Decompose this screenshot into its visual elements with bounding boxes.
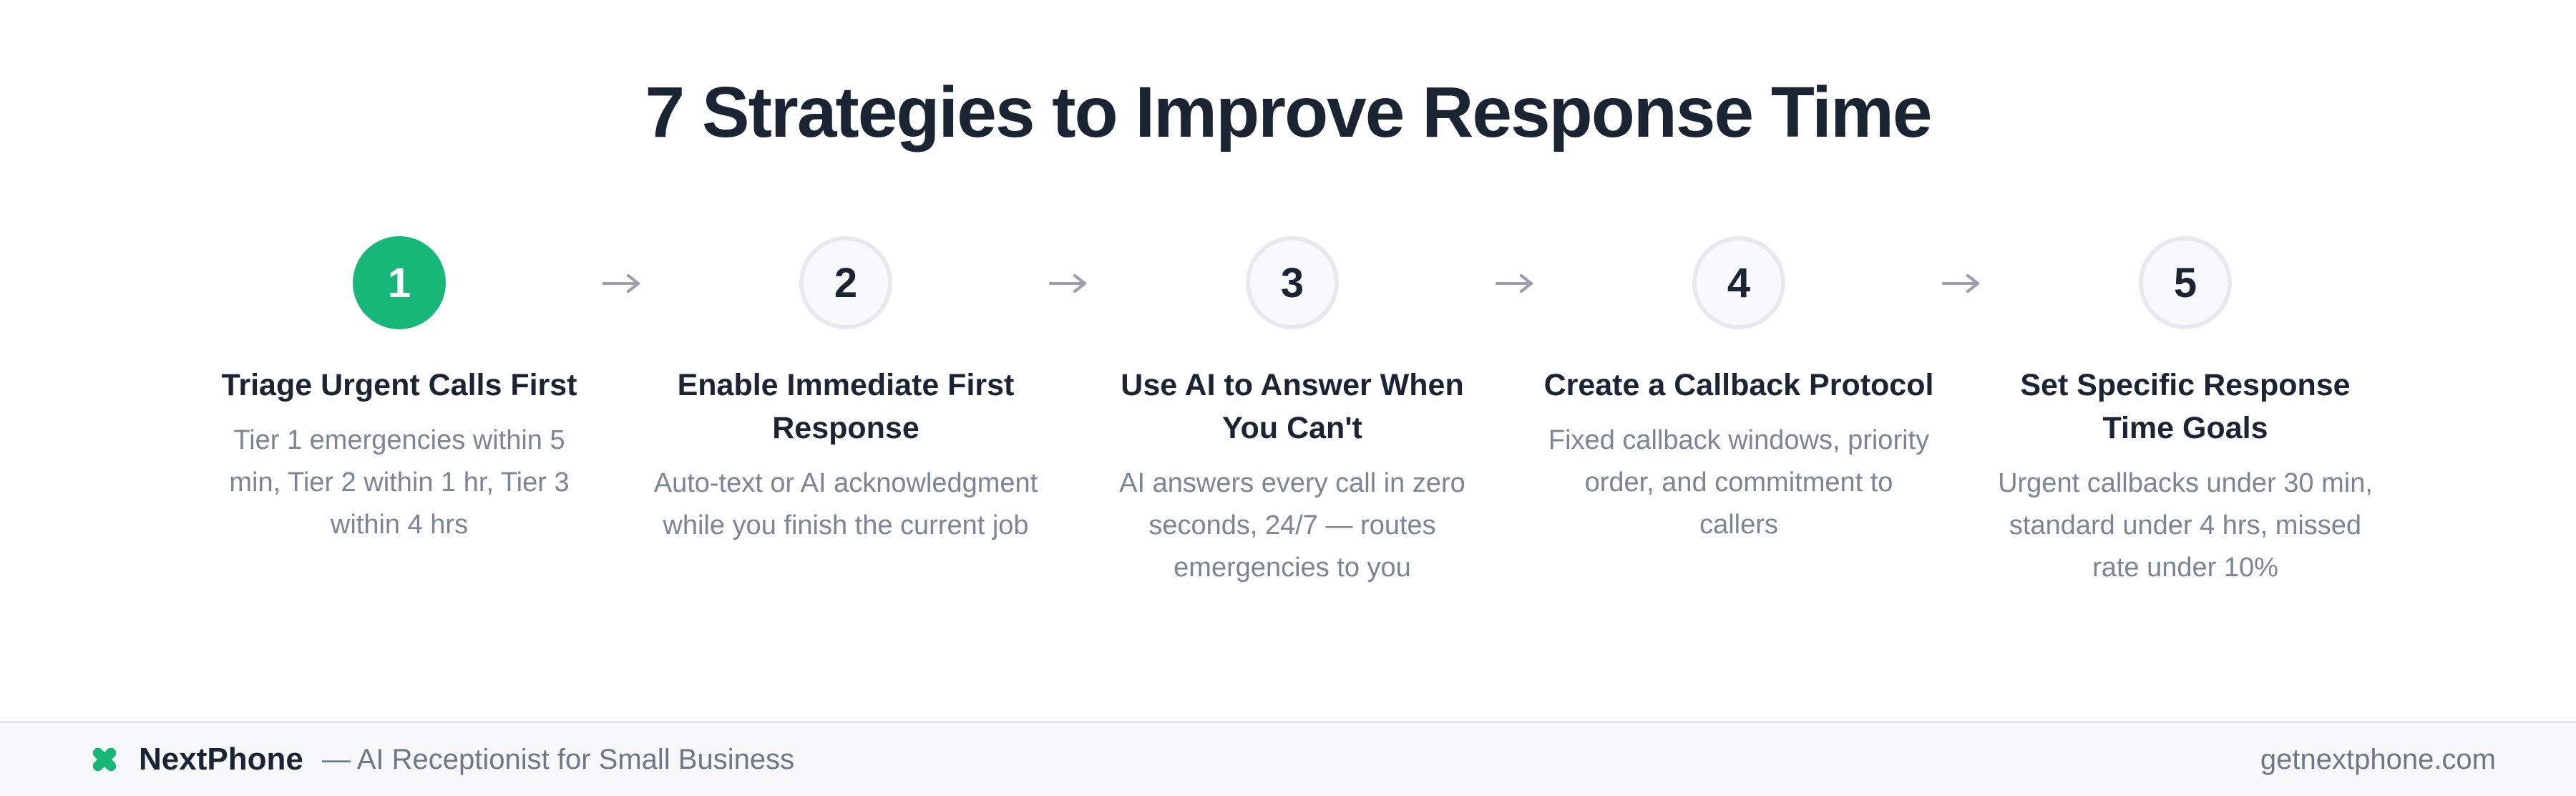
step-number-badge: 1	[353, 236, 446, 329]
right-arrow-icon	[1493, 268, 1538, 303]
right-arrow-icon	[1046, 268, 1092, 303]
step-description: Tier 1 emergencies within 5 min, Tier 2 …	[229, 425, 570, 540]
step-number: 2	[834, 259, 858, 306]
step-number: 5	[2173, 259, 2197, 306]
step-number-badge: 3	[1246, 236, 1339, 329]
page-title: 7 Strategies to Improve Response Time	[645, 72, 1933, 152]
step-connector	[1939, 236, 1985, 303]
step-description: Auto-text or AI acknowledgment while you…	[653, 468, 1038, 541]
brand-tagline: — AI Receptionist for Small Business	[321, 743, 795, 775]
step-title: Set Specific Response Time Goals	[2020, 368, 2351, 446]
infographic-page: 7 Strategies to Improve Response Time 1 …	[0, 66, 2576, 796]
footer-bar: NextPhone — AI Receptionist for Small Bu…	[0, 721, 2576, 796]
step-title: Triage Urgent Calls First	[221, 368, 577, 402]
footer-brand-group: NextPhone — AI Receptionist for Small Bu…	[90, 742, 794, 777]
step-item: 5 Set Specific Response Time Goals Urgen…	[1985, 236, 2386, 589]
step-item: 2 Enable Immediate First Response Auto-t…	[645, 236, 1046, 547]
step-connector	[600, 236, 645, 303]
step-title: Use AI to Answer When You Can't	[1121, 368, 1464, 446]
step-number-badge: 5	[2139, 236, 2232, 329]
step-title: Enable Immediate First Response	[677, 368, 1015, 446]
step-number: 3	[1280, 259, 1304, 306]
step-item: 1 Triage Urgent Calls First Tier 1 emerg…	[199, 236, 600, 546]
step-number: 4	[1727, 259, 1751, 306]
right-arrow-icon	[1939, 268, 1985, 303]
brand-name: NextPhone	[139, 742, 303, 777]
footer-url: getnextphone.com	[2260, 743, 2496, 775]
step-number: 1	[387, 259, 411, 306]
step-number-badge: 2	[799, 236, 892, 329]
step-description: Urgent callbacks under 30 min, standard …	[1998, 468, 2373, 583]
step-connector	[1046, 236, 1092, 303]
step-item: 3 Use AI to Answer When You Can't AI ans…	[1092, 236, 1493, 589]
step-item: 4 Create a Callback Protocol Fixed callb…	[1538, 236, 1939, 546]
step-title: Create a Callback Protocol	[1543, 368, 1934, 402]
step-description: Fixed callback windows, priority order, …	[1548, 425, 1930, 540]
clover-x-logo-icon	[90, 745, 139, 774]
step-connector	[1493, 236, 1538, 303]
step-description: AI answers every call in zero seconds, 2…	[1119, 468, 1465, 583]
right-arrow-icon	[600, 268, 645, 303]
step-number-badge: 4	[1692, 236, 1785, 329]
steps-row: 1 Triage Urgent Calls First Tier 1 emerg…	[199, 236, 2377, 589]
